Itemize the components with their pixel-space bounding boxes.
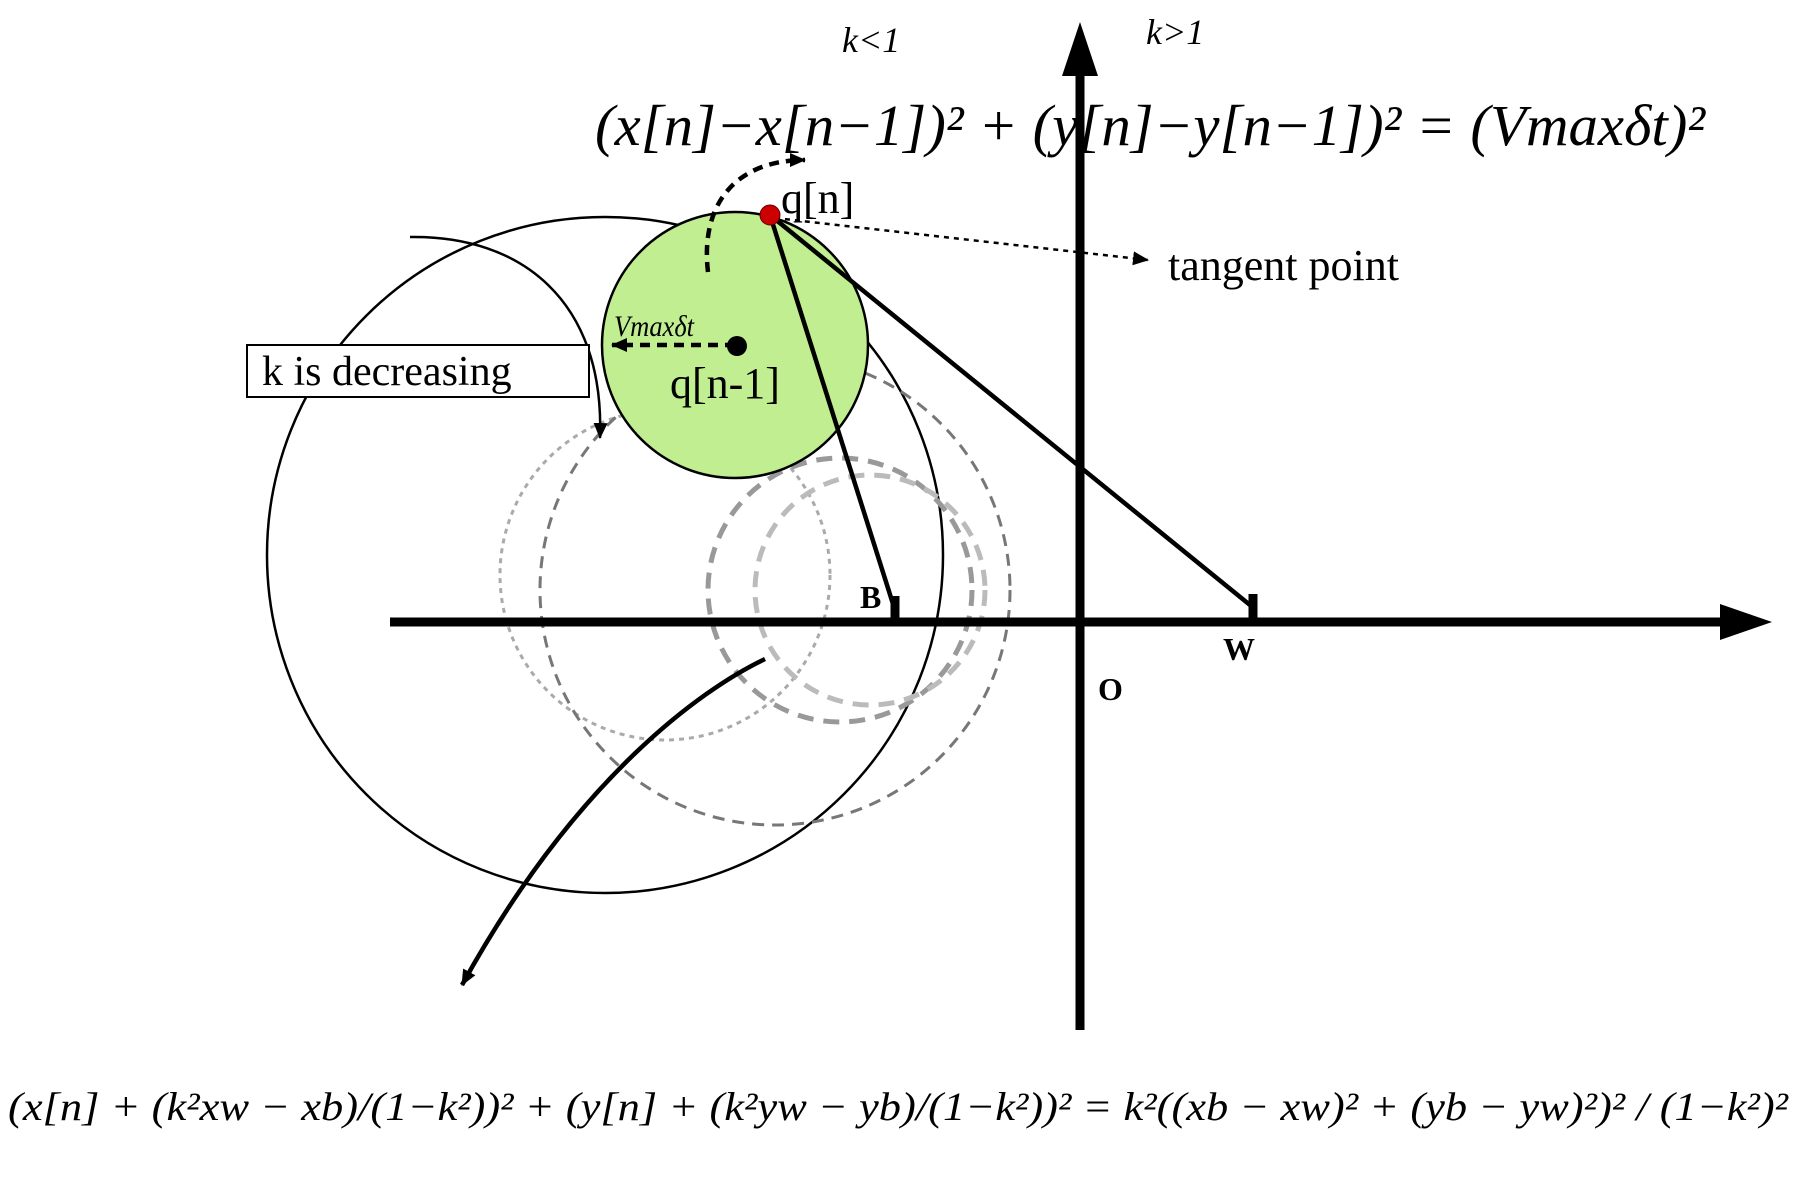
step-radius-label: Vmaxδt — [614, 310, 695, 343]
equation-pointer — [460, 656, 766, 987]
label-o: O — [1098, 671, 1123, 707]
point-label-qn: q[n] — [781, 174, 854, 223]
region-label-right: k>1 — [1146, 12, 1204, 52]
point-label-qn-1: q[n-1] — [670, 359, 780, 408]
label-b: B — [860, 579, 881, 615]
region-label-left: k<1 — [842, 20, 900, 60]
label-w: W — [1223, 631, 1255, 667]
x-axis-arrowhead — [1720, 604, 1772, 640]
tangent-pointer — [774, 216, 1149, 266]
tangent-label: tangent point — [1168, 241, 1399, 290]
qn-point — [759, 204, 781, 226]
k-trend-label: k is decreasing — [262, 349, 512, 395]
outer-circle — [265, 215, 945, 895]
motion-arrow — [704, 153, 806, 273]
qn-1-dot — [727, 336, 747, 356]
dashed-ring-4 — [752, 472, 988, 708]
k-trend-arrow — [409, 235, 608, 439]
k-trend-box — [246, 344, 590, 398]
equation-bottom: (x[n] + (k²xw − xb)/(1−k²))² + (y[n] + (… — [8, 1084, 1789, 1129]
line-qn-to-w — [768, 213, 1252, 607]
y-axis-arrowhead — [1062, 22, 1098, 76]
line-qn-to-b — [767, 214, 896, 605]
dashed-ring-1 — [498, 408, 832, 742]
equation-top: (x[n]−x[n−1])² + (y[n]−y[n−1])² = (Vmaxδ… — [595, 93, 1707, 158]
dashed-ring-3 — [705, 455, 975, 725]
